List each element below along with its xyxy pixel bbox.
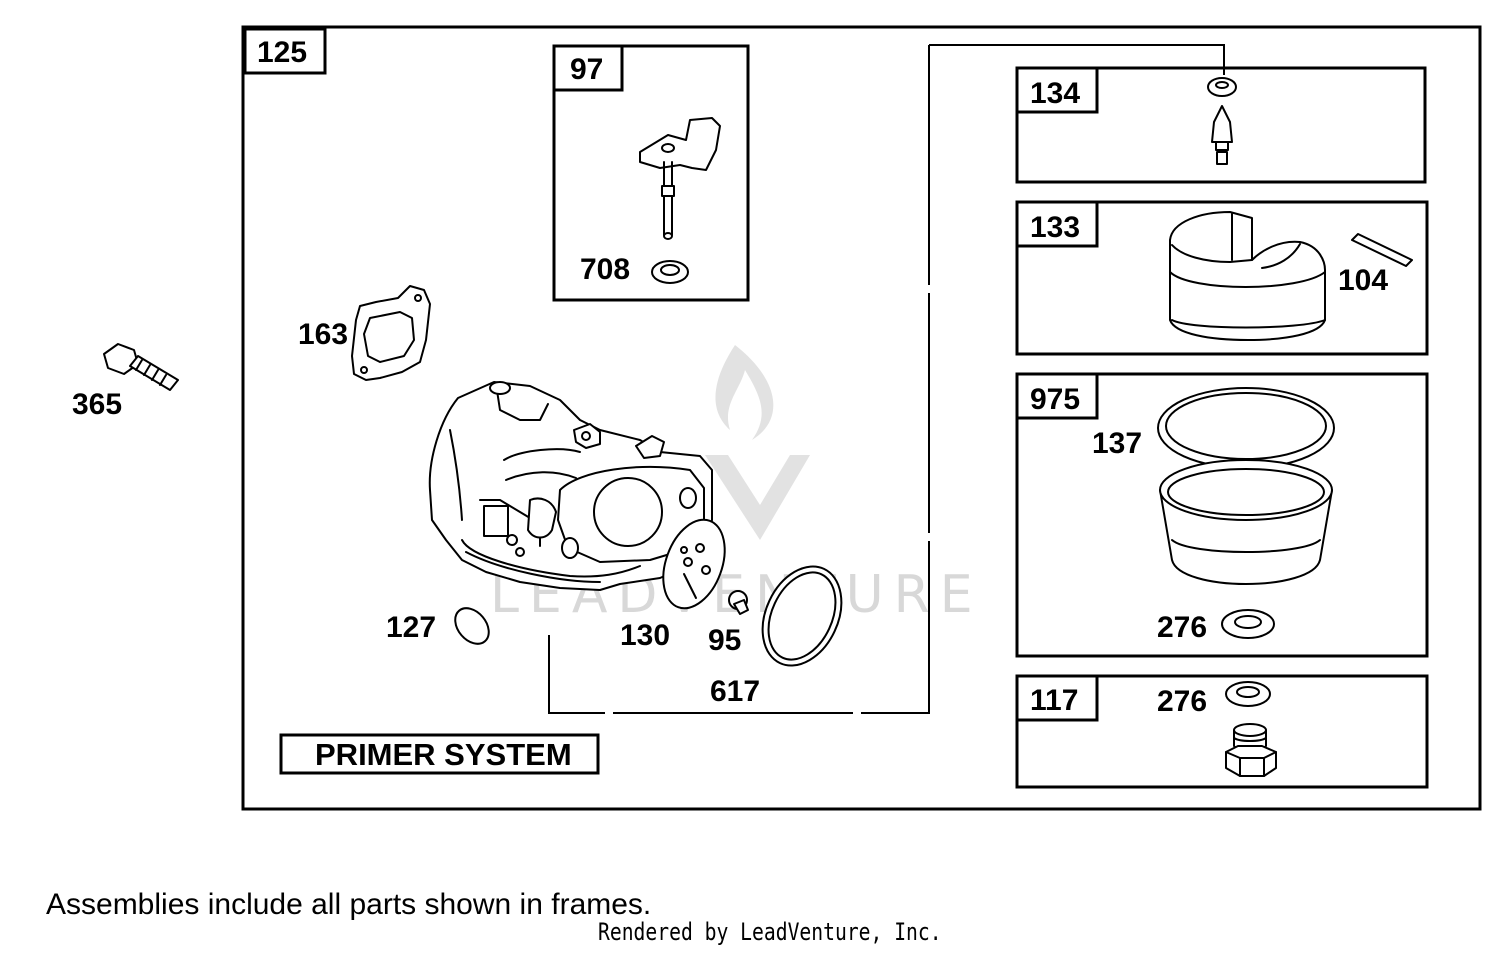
label-137: 137	[1092, 427, 1142, 460]
label-163: 163	[298, 318, 348, 351]
frame-134	[1015, 66, 1427, 184]
frame-97	[552, 44, 750, 302]
connector-main	[548, 45, 930, 714]
frame-133-tag	[1015, 200, 1099, 248]
frame-133	[1015, 200, 1429, 356]
carburetor-body-part	[428, 381, 713, 591]
label-617: 617	[710, 675, 760, 708]
frame-125-tag	[243, 27, 327, 75]
needle-valve-part	[1207, 77, 1237, 165]
rendered-by-credit: Rendered by LeadVenture, Inc.	[598, 918, 942, 946]
bowl-gasket-part	[1157, 387, 1335, 469]
label-276-nut: 276	[1157, 685, 1207, 718]
label-975: 975	[1030, 383, 1080, 416]
label-130: 130	[620, 619, 670, 652]
label-125: 125	[257, 36, 307, 69]
choke-lever-part	[639, 117, 721, 240]
label-95: 95	[708, 624, 741, 657]
frame-975-tag	[1015, 372, 1099, 420]
label-365: 365	[72, 388, 122, 421]
frame-125	[241, 25, 1482, 811]
plate-130-part	[662, 518, 726, 610]
frame-134-tag	[1015, 66, 1099, 114]
frame-117-tag	[1015, 674, 1099, 722]
float-part	[1169, 211, 1326, 341]
oring-617-part	[761, 565, 843, 667]
label-708: 708	[580, 253, 630, 286]
label-133: 133	[1030, 211, 1080, 244]
label-276-bowl: 276	[1157, 611, 1207, 644]
gasket-163-part	[351, 285, 431, 381]
label-117: 117	[1030, 684, 1078, 717]
frame-97-tag	[552, 44, 624, 92]
primer-cap-127-part	[454, 607, 490, 645]
bolt-365-part	[103, 343, 179, 391]
frame-975	[1015, 372, 1429, 658]
label-104: 104	[1338, 264, 1388, 297]
connector-top	[929, 44, 1225, 75]
footnote: Assemblies include all parts shown in fr…	[46, 888, 652, 921]
frame-117	[1015, 674, 1429, 789]
label-97: 97	[570, 53, 603, 86]
primer-system-box	[279, 733, 600, 775]
bowl-nut-part	[1225, 723, 1277, 777]
screw-95-part	[728, 590, 749, 615]
watermark-logo: LEADVENTURE	[490, 345, 973, 625]
washer-708-part	[651, 260, 689, 284]
washer-276-bowl-part	[1221, 609, 1275, 639]
washer-276-nut-part	[1225, 681, 1271, 707]
float-pin-part	[1351, 233, 1413, 267]
float-bowl-part	[1159, 459, 1333, 585]
primer-system-label: PRIMER SYSTEM	[315, 737, 572, 772]
label-127: 127	[386, 611, 436, 644]
label-134: 134	[1030, 77, 1080, 110]
